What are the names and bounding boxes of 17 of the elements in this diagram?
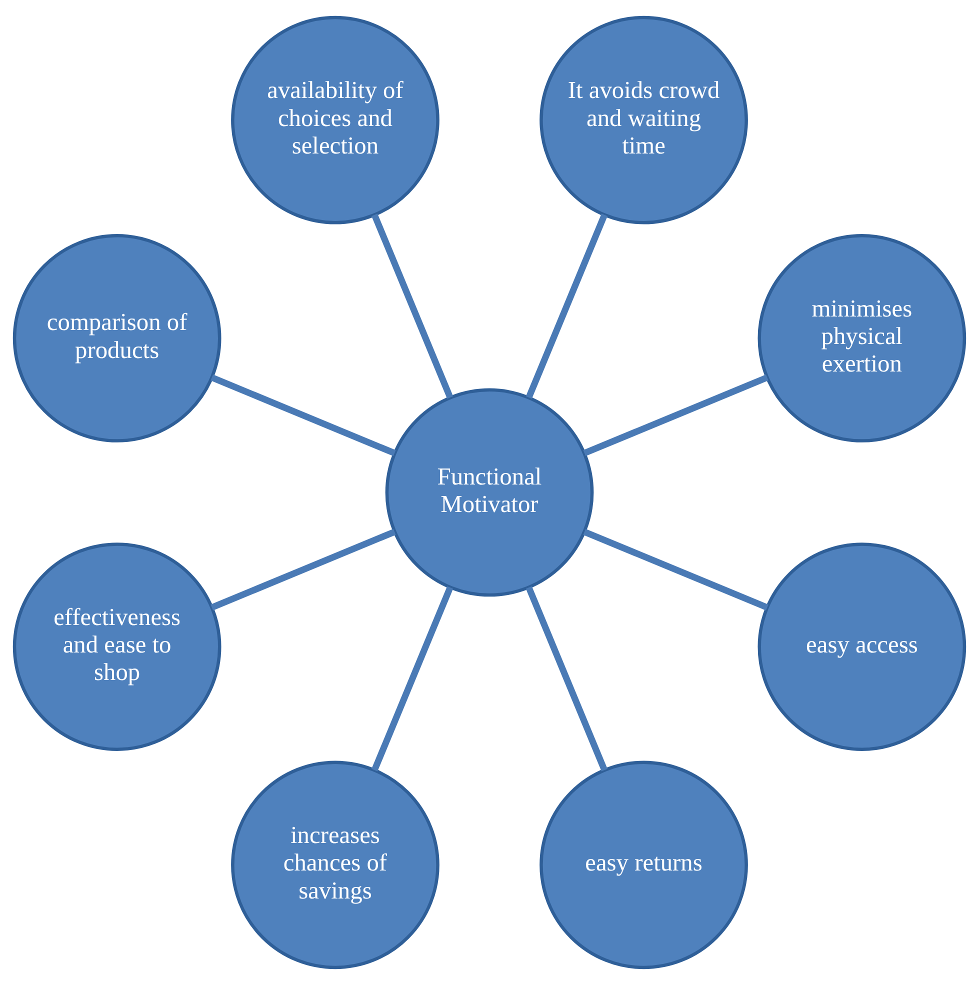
connector bbox=[210, 374, 396, 456]
connector bbox=[526, 586, 608, 771]
node-circle: increases chances of savings bbox=[231, 760, 440, 969]
node-circle: minimises physical exertion bbox=[758, 234, 966, 442]
connector bbox=[583, 528, 768, 610]
node-circle: Functional Motivator bbox=[385, 388, 594, 596]
connector bbox=[583, 374, 768, 456]
connector bbox=[371, 213, 454, 398]
node-circle: comparison of products bbox=[12, 234, 222, 442]
connector bbox=[371, 586, 454, 771]
node-circle: easy access bbox=[758, 542, 966, 750]
connector bbox=[526, 213, 608, 398]
connector bbox=[210, 528, 396, 610]
node-circle: easy returns bbox=[540, 760, 748, 969]
node-circle: It avoids crowd and waiting time bbox=[540, 15, 748, 224]
node-circle: availability of choices and selection bbox=[231, 15, 440, 224]
node-circle: effectiveness and ease to shop bbox=[12, 542, 222, 750]
